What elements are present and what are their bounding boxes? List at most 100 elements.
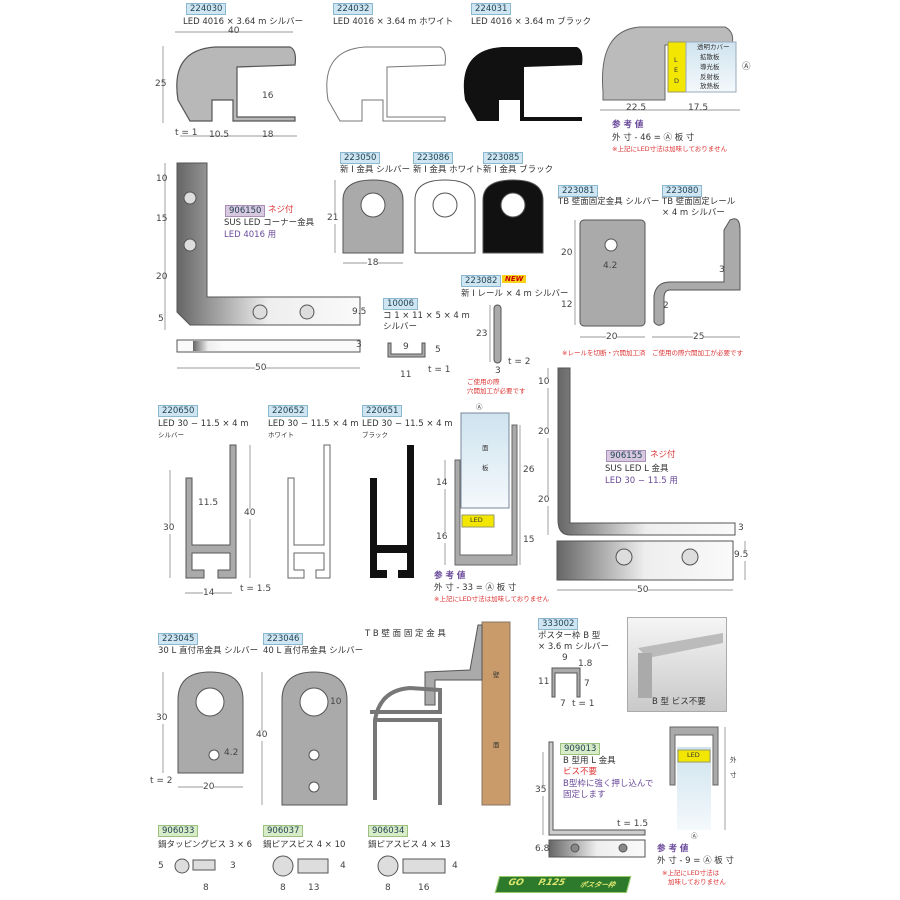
- product-label: 新 I レール × 4 m シルバー: [461, 289, 569, 299]
- dim: 17.5: [688, 103, 709, 113]
- dim: 7: [560, 699, 566, 709]
- product-label: SUS LED コーナー金具: [224, 218, 315, 228]
- marker-a: Ⓐ: [691, 832, 698, 840]
- dim: 12: [561, 300, 573, 311]
- product-code: 906150: [225, 205, 266, 217]
- hang-brackets: [177, 671, 348, 806]
- note: ※レールを切断・穴開加工済 ご使用の際穴開加工が必要です: [562, 349, 743, 357]
- product-code: 333002: [538, 618, 579, 630]
- product-label: 鍋ピアスビス 4 × 10: [263, 840, 346, 850]
- profile-224030: [176, 46, 297, 122]
- product-code: 223082: [461, 275, 502, 287]
- ref-title: 参 考 値: [434, 571, 466, 581]
- dim: 20: [606, 332, 618, 343]
- no-screw-label: ビス不要: [563, 767, 598, 777]
- product-code: 220651: [362, 405, 403, 417]
- dim: 21: [327, 213, 339, 224]
- layer-label: 拡散板: [700, 53, 720, 61]
- rail-223082: [493, 304, 502, 364]
- product-use: LED 30 − 11.5 用: [605, 476, 678, 486]
- tabs: [342, 179, 544, 254]
- screw-included: ネジ付: [650, 450, 676, 460]
- dim: 25: [693, 332, 705, 343]
- dim: 18: [367, 258, 379, 269]
- product-code: 220650: [158, 405, 199, 417]
- product-label: × 4 m シルバー: [662, 208, 725, 218]
- dim: 26: [523, 465, 535, 475]
- dim: 8: [280, 883, 286, 893]
- product-code: 909013: [560, 743, 601, 755]
- dim: 5: [435, 345, 441, 355]
- wall-label: 面: [493, 741, 500, 749]
- outer-label: 外: [730, 756, 737, 764]
- dim: 30: [163, 523, 175, 534]
- tb-assembly-title: T B 壁 面 固 定 金 具: [365, 629, 446, 639]
- product-label: B 型用 L 金具: [563, 756, 616, 766]
- dim: 20: [561, 248, 573, 259]
- product-label: SUS LED L 金具: [605, 464, 669, 474]
- dim: 20: [538, 495, 550, 506]
- note: 穴開加工が必要です: [467, 387, 526, 395]
- new-badge: NEW: [502, 275, 527, 283]
- screws: [174, 855, 446, 877]
- product-label: LED 30 − 11.5 × 4 m: [158, 419, 249, 429]
- product-label: 30 L 直付吊金具 シルバー: [158, 646, 259, 656]
- wall-label: 壁: [493, 671, 500, 679]
- product-code: 223086: [413, 152, 454, 164]
- product-label: 40 L 直付吊金具 シルバー: [263, 646, 364, 656]
- dim: 13: [308, 883, 320, 893]
- dim: 10: [538, 377, 550, 388]
- dim: 3: [356, 340, 362, 350]
- panel-label: 面: [482, 444, 489, 452]
- tb-assembly: [370, 621, 511, 806]
- dim: 5: [158, 314, 164, 324]
- dim: 5: [158, 861, 164, 871]
- profile-220651: [370, 445, 414, 578]
- dim: 20: [538, 427, 550, 438]
- profile-224032: [326, 46, 446, 122]
- screw-included: ネジ付: [268, 205, 294, 215]
- layer-label: 反射板: [700, 73, 720, 81]
- product-code: 220652: [268, 405, 309, 417]
- dim: 20: [156, 272, 168, 282]
- dim: 40: [244, 508, 256, 519]
- dim: 2: [663, 301, 669, 311]
- dim: 1.8: [578, 659, 593, 669]
- b-section: [669, 726, 719, 830]
- dim: t = 2: [150, 776, 173, 786]
- dim: 25: [155, 79, 167, 89]
- product-code: 223050: [340, 152, 381, 164]
- led-label: LED: [687, 751, 700, 759]
- product-label: LED 4016 × 3.64 m シルバー: [183, 17, 304, 27]
- go-page-link[interactable]: GO P.125 ポスター枠: [494, 876, 632, 893]
- tb-bracket-223081: [579, 218, 741, 327]
- dim: 11: [400, 370, 412, 380]
- layer-label: 放熱板: [700, 82, 720, 90]
- product-code: 906155: [606, 450, 647, 462]
- marker-a: Ⓐ: [742, 62, 751, 72]
- layer-label: 導光板: [700, 63, 720, 71]
- dim: 3: [738, 523, 744, 533]
- led-label: L E D: [674, 56, 680, 85]
- go-section: ポスター枠: [578, 881, 616, 889]
- product-label: LED 4016 × 3.64 m ホワイト: [333, 17, 454, 27]
- product-code: 224031: [471, 3, 512, 15]
- go-page: P.125: [537, 878, 567, 888]
- product-label: 新 I 金具 ホワイト: [413, 165, 484, 175]
- dim: 40: [256, 730, 268, 741]
- dim: 3: [230, 861, 236, 871]
- product-code: 906034: [368, 825, 409, 837]
- dim: 50: [255, 363, 267, 374]
- dim: 14: [436, 478, 448, 489]
- product-label: TB 壁面固定金具 シルバー: [558, 197, 660, 207]
- product-code: 223081: [558, 185, 599, 197]
- dim: 9.5: [352, 307, 367, 317]
- dim: t = 1.5: [240, 584, 272, 594]
- product-code: 223080: [662, 185, 703, 197]
- product-code: 10006: [383, 298, 419, 310]
- b-type-photo: B 型 ビス不要: [627, 617, 727, 712]
- l-bracket-906155: [556, 367, 736, 581]
- description: B型枠に強く押し込んで: [563, 779, 654, 789]
